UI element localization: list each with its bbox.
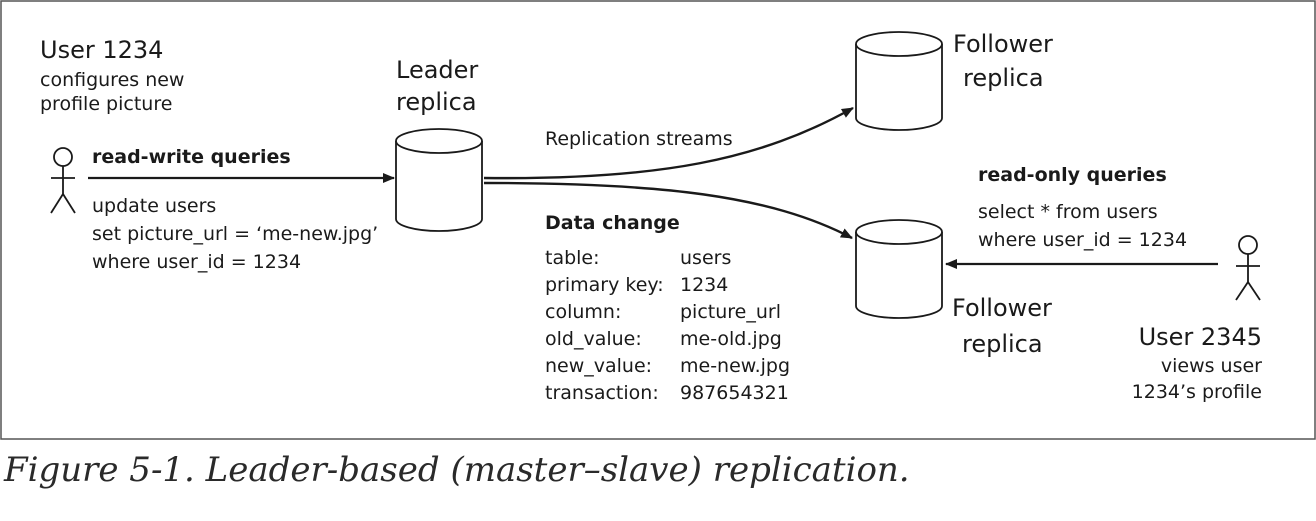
data-change-key-column: column: bbox=[545, 301, 621, 323]
data-change-key-new-value: new_value: bbox=[545, 355, 652, 377]
read-query-line-1: select * from users bbox=[978, 201, 1158, 223]
write-query-line-3: where user_id = 1234 bbox=[92, 251, 301, 273]
data-change-title: Data change bbox=[545, 212, 680, 234]
data-change-value-transaction: 987654321 bbox=[680, 382, 789, 404]
follower-top-label-line-1: Follower bbox=[953, 30, 1053, 58]
follower-top-label-line-2: replica bbox=[963, 64, 1044, 92]
replication-arrow-bottom bbox=[483, 181, 853, 240]
user-2345-desc-line-1: views user bbox=[1161, 355, 1262, 377]
user-2345-desc-line-2: 1234’s profile bbox=[1132, 381, 1262, 403]
user-1234-name: User 1234 bbox=[40, 36, 163, 64]
user-1234-person-icon bbox=[50, 147, 76, 214]
replication-streams-label: Replication streams bbox=[545, 128, 733, 150]
user-1234-group: User 1234 configures new profile picture bbox=[40, 36, 184, 115]
data-change-value-old-value: me-old.jpg bbox=[680, 328, 782, 350]
leader-label-line-2: replica bbox=[396, 88, 477, 116]
user-1234-desc-line-2: profile picture bbox=[40, 93, 172, 115]
leader-database-icon bbox=[395, 128, 483, 232]
follower-top-database-icon bbox=[855, 31, 943, 131]
figure-caption: Figure 5-1. Leader-based (master–slave) … bbox=[4, 450, 910, 490]
follower-bottom-database-icon bbox=[855, 219, 943, 319]
data-change-value-table: users bbox=[680, 247, 731, 269]
data-change-key-transaction: transaction: bbox=[545, 382, 659, 404]
read-query-line-2: where user_id = 1234 bbox=[978, 229, 1187, 251]
data-change-key-primary-key: primary key: bbox=[545, 274, 664, 296]
read-only-queries-title: read-only queries bbox=[978, 164, 1167, 186]
follower-bottom-label-line-1: Follower bbox=[952, 294, 1052, 322]
write-query-line-1: update users bbox=[92, 195, 216, 217]
data-change-value-new-value: me-new.jpg bbox=[680, 355, 790, 377]
leader-label-line-1: Leader bbox=[396, 56, 478, 84]
user-1234-desc-line-1: configures new bbox=[40, 69, 184, 91]
write-query-line-2: set picture_url = ‘me-new.jpg’ bbox=[92, 223, 378, 245]
user-2345-person-icon bbox=[1235, 235, 1261, 301]
data-change-key-old-value: old_value: bbox=[545, 328, 642, 350]
data-change-key-table: table: bbox=[545, 247, 600, 269]
user-2345-name: User 2345 bbox=[1139, 323, 1262, 351]
data-change-value-column: picture_url bbox=[680, 301, 781, 323]
follower-bottom-label-line-2: replica bbox=[962, 330, 1043, 358]
read-write-queries-title: read-write queries bbox=[92, 146, 291, 168]
replication-arrow-top bbox=[483, 106, 854, 180]
user-2345-group: User 2345 views user 1234’s profile bbox=[1132, 323, 1263, 403]
diagram-frame bbox=[0, 0, 1316, 440]
data-change-table: table: users primary key: 1234 column: p… bbox=[545, 247, 790, 404]
data-change-value-primary-key: 1234 bbox=[680, 274, 728, 296]
